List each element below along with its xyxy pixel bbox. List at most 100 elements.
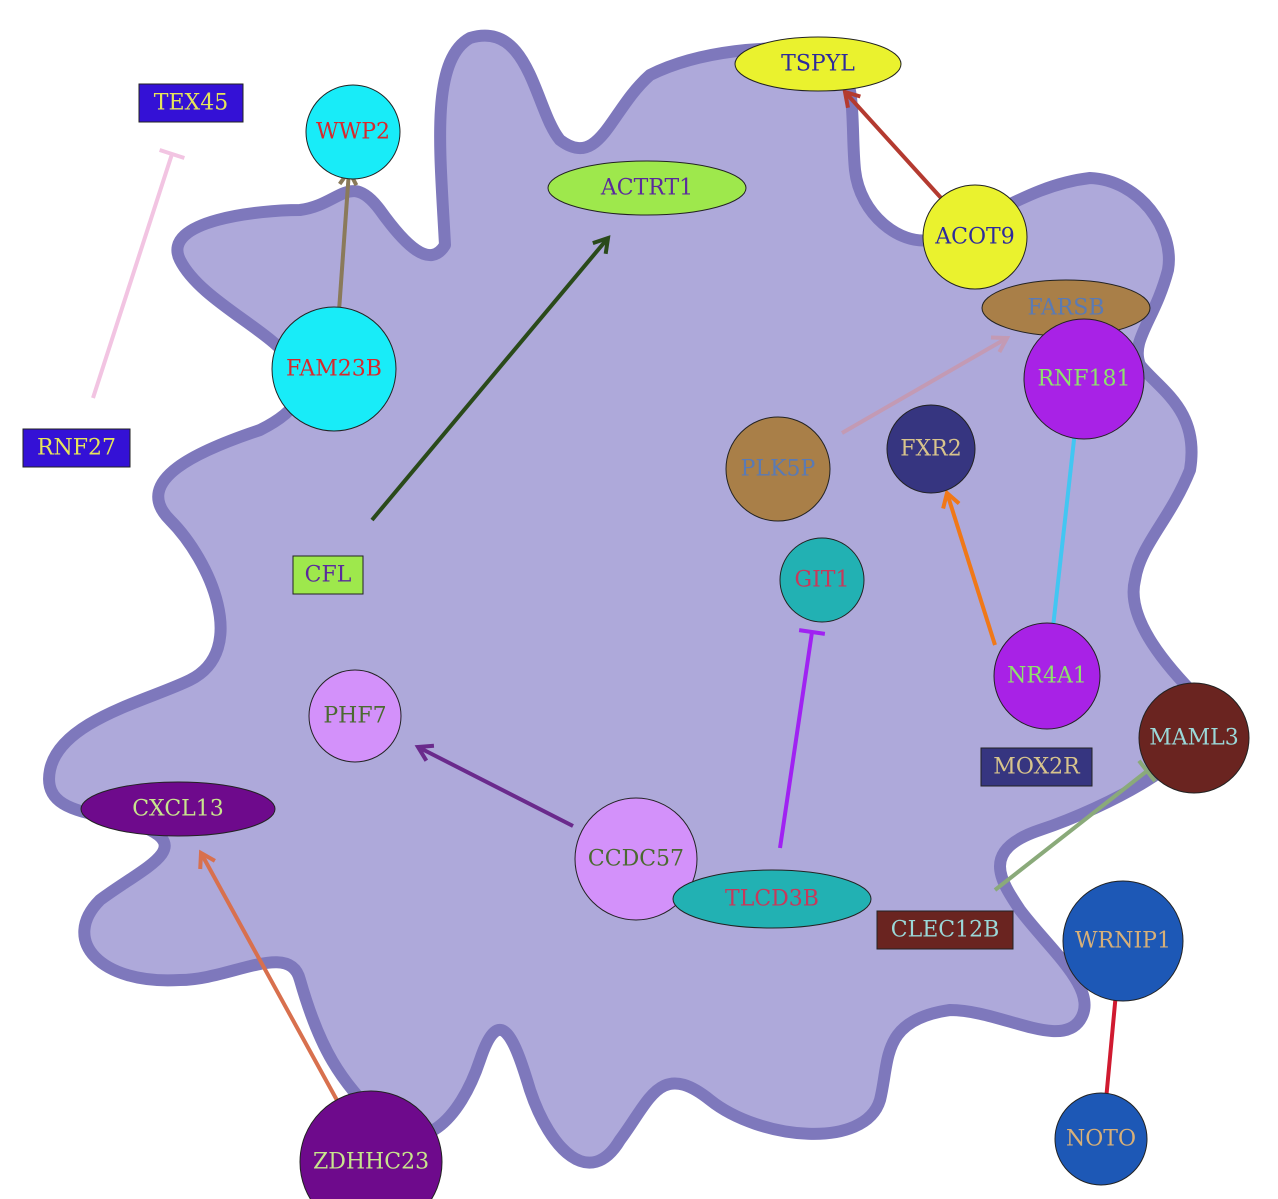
edge-line: [370, 236, 610, 522]
node-noto[interactable]: NOTO: [1054, 1092, 1148, 1186]
edge-plk5p-to-farsb: [841, 335, 1011, 435]
node-shape: [672, 869, 872, 929]
edge-zdhhc23-to-cxcl13: [198, 849, 346, 1114]
arrowhead-icon: [198, 849, 216, 870]
node-label: CFL: [305, 563, 352, 588]
node-wrnip1[interactable]: WRNIP1: [1062, 880, 1184, 1002]
node-ccdc57[interactable]: CCDC57: [574, 797, 698, 921]
node-shape: [271, 306, 397, 432]
node-tex45[interactable]: TEX45: [138, 83, 244, 123]
node-shape: [138, 83, 244, 123]
node-shape: [886, 404, 976, 494]
node-mox2r[interactable]: MOX2R: [980, 747, 1093, 787]
arrowhead-icon: [842, 89, 861, 109]
edge-clec12b-to-maml3: [993, 759, 1157, 892]
node-shape: [734, 36, 902, 92]
edge-line: [945, 492, 997, 646]
node-tspyl[interactable]: TSPYL: [734, 36, 902, 92]
node-label: ACOT9: [934, 225, 1014, 250]
node-shape: [574, 797, 698, 921]
node-cxcl13[interactable]: CXCL13: [80, 781, 276, 837]
edge-ccdc57-to-phf7: [414, 743, 574, 828]
node-zdhhc23[interactable]: ZDHHC23: [299, 1090, 443, 1199]
edge-line: [778, 631, 814, 849]
node-shape: [1054, 1092, 1148, 1186]
node-label: WWP2: [316, 120, 390, 145]
node-fxr2[interactable]: FXR2: [886, 404, 976, 494]
node-shape: [292, 555, 364, 595]
node-tlcd3b[interactable]: TLCD3B: [672, 869, 872, 929]
node-shape: [80, 781, 276, 837]
node-label: TSPYL: [781, 52, 855, 77]
node-shape: [1023, 318, 1145, 440]
node-plk5p[interactable]: PLK5P: [725, 416, 831, 522]
inhibition-bar-icon: [1137, 759, 1157, 783]
node-label: PHF7: [323, 704, 386, 729]
node-shape: [922, 184, 1028, 290]
node-git1[interactable]: GIT1: [779, 537, 865, 623]
node-shape: [725, 416, 831, 522]
edge-line: [336, 170, 351, 326]
node-label: GIT1: [795, 568, 850, 593]
node-clec12b[interactable]: CLEC12B: [876, 910, 1014, 950]
edge-line: [1104, 981, 1119, 1101]
node-nr4a1[interactable]: NR4A1: [993, 622, 1101, 730]
node-farsb[interactable]: FARSB: [981, 279, 1151, 337]
node-shape: [22, 428, 131, 468]
node-shape: [993, 622, 1101, 730]
node-label: ACTRT1: [600, 176, 693, 201]
node-label: ZDHHC23: [313, 1150, 429, 1175]
node-wwp2[interactable]: WWP2: [305, 84, 401, 180]
edge-tlcd3b-to-git1: [778, 628, 826, 849]
edge-line: [843, 90, 944, 201]
node-label: CXCL13: [132, 797, 224, 822]
node-label: MOX2R: [993, 755, 1081, 780]
node-label: FXR2: [900, 437, 962, 462]
node-rnf27[interactable]: RNF27: [22, 428, 131, 468]
node-label: NR4A1: [1007, 664, 1087, 689]
node-maml3[interactable]: MAML3: [1138, 682, 1250, 794]
node-shape: [1138, 682, 1250, 794]
node-phf7[interactable]: PHF7: [308, 669, 402, 763]
node-label: FARSB: [1027, 296, 1104, 321]
node-acot9[interactable]: ACOT9: [922, 184, 1028, 290]
edge-line: [993, 769, 1149, 892]
node-label: MAML3: [1149, 726, 1239, 751]
node-shape: [547, 160, 747, 216]
node-shape: [308, 669, 402, 763]
node-cfl[interactable]: CFL: [292, 555, 364, 595]
arrowhead-icon: [592, 235, 611, 255]
arrowhead-icon: [941, 489, 961, 510]
node-fam23b[interactable]: FAM23B: [271, 306, 397, 432]
node-shape: [305, 84, 401, 180]
node-label: NOTO: [1066, 1127, 1136, 1152]
node-rnf181[interactable]: RNF181: [1023, 318, 1145, 440]
node-label: TLCD3B: [725, 887, 819, 912]
edge-nr4a1-to-fxr2: [941, 489, 997, 646]
node-shape: [1062, 880, 1184, 1002]
node-label: CLEC12B: [891, 918, 1000, 943]
edge-line: [91, 153, 174, 399]
inhibition-bar-icon: [159, 148, 185, 160]
edge-acot9-to-tspyl: [842, 89, 944, 201]
edge-rnf27-to-tex45: [91, 148, 185, 399]
node-shape: [980, 747, 1093, 787]
node-label: TEX45: [154, 91, 228, 116]
node-label: RNF27: [37, 436, 116, 461]
arrowhead-icon: [990, 335, 1011, 354]
edge-line: [841, 336, 1008, 435]
node-label: CCDC57: [588, 847, 684, 872]
edge-line: [1051, 421, 1078, 628]
arrowhead-icon: [414, 743, 435, 762]
node-label: PLK5P: [741, 457, 816, 482]
edge-line: [417, 745, 574, 828]
node-shape: [779, 537, 865, 623]
edge-cfl-to-actrt1: [370, 235, 611, 522]
node-shape: [876, 910, 1014, 950]
node-label: FAM23B: [286, 357, 382, 382]
node-actrt1[interactable]: ACTRT1: [547, 160, 747, 216]
node-shape: [299, 1090, 443, 1199]
node-label: RNF181: [1037, 367, 1130, 392]
